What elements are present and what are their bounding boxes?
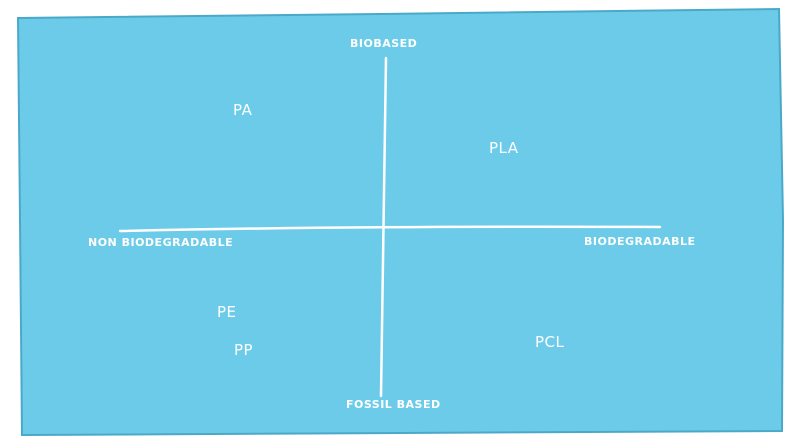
- horizontal-axis-line: [118, 225, 662, 233]
- material-label-pla: PLA: [489, 139, 519, 157]
- axis-label-biobased: BioBased: [350, 37, 418, 50]
- material-label-pa: PA: [233, 101, 253, 119]
- board-background: [16, 7, 785, 437]
- axis-label-biodegradable: Biodegradable: [584, 235, 696, 248]
- material-label-pe: PE: [217, 303, 237, 321]
- vertical-axis-line: [379, 56, 388, 398]
- axis-label-non-biodegradable: Non Biodegradable: [88, 236, 234, 249]
- material-label-pp: PP: [234, 341, 254, 359]
- material-label-pcl: PCL: [535, 333, 565, 351]
- axis-label-fossil-based: Fossil Based: [346, 398, 441, 411]
